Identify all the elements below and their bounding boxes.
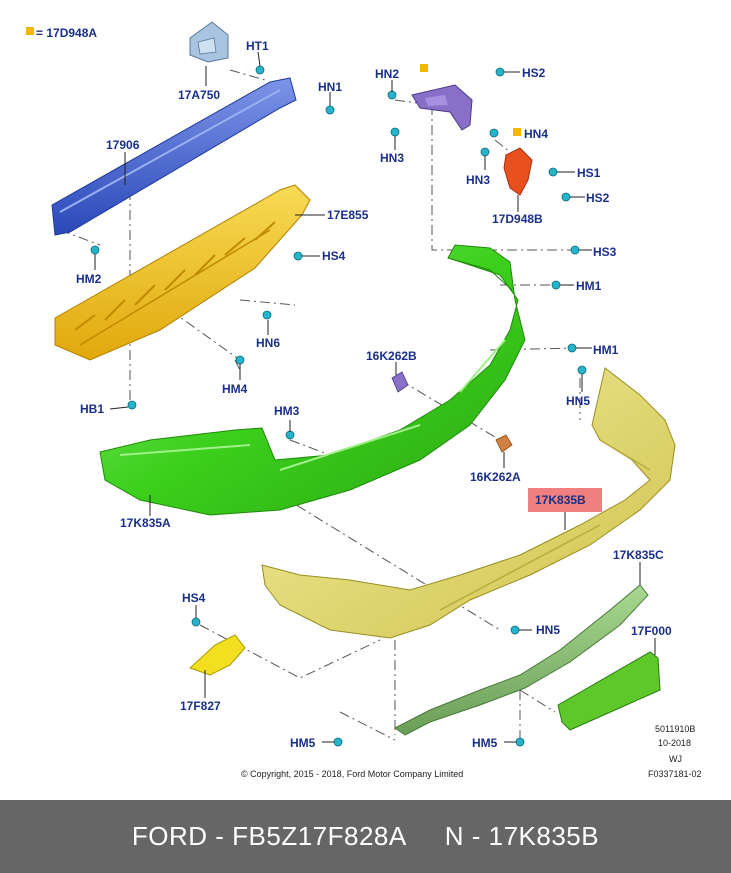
label-17d948b: 17D948B	[492, 212, 543, 226]
label-17k835c: 17K835C	[613, 548, 664, 562]
leader-lines	[94, 51, 656, 743]
label-hm4: HM4	[222, 382, 248, 396]
label-hs2-top: HS2	[522, 66, 546, 80]
parts-diagram: = 17D948A	[26, 21, 702, 779]
fastener-hs4-top	[293, 251, 303, 261]
fastener-hn5-mid	[510, 625, 520, 635]
fastener-hs2-b	[561, 192, 571, 202]
label-17k835b: 17K835B	[535, 493, 586, 507]
label-hn1-top: HN1	[318, 80, 342, 94]
footer-bar: FORD - FB5Z17F828A N - 17K835B	[0, 800, 731, 873]
doc-initials: WJ	[669, 754, 682, 764]
label-hs1: HS1	[577, 166, 601, 180]
fastener-hs3	[570, 245, 580, 255]
label-hm5-right: HM5	[472, 736, 498, 750]
part-labels: HT1 17A750 HN1 17906 HM2 17E855 HS4 HN6 …	[76, 39, 672, 750]
label-hn4: HN4	[524, 127, 548, 141]
fastener-hn1-top	[325, 105, 335, 115]
fastener-hm3	[285, 430, 295, 440]
label-17f827: 17F827	[180, 699, 221, 713]
fastener-hm1-b	[567, 343, 577, 353]
label-17906: 17906	[106, 138, 140, 152]
fastener-hn3-a	[390, 127, 400, 137]
label-hm2: HM2	[76, 272, 102, 286]
label-hb1: HB1	[80, 402, 104, 416]
footer-ford-number: N - 17K835B	[444, 821, 600, 851]
label-hs4-top: HS4	[322, 249, 346, 263]
fastener-hn3-b	[480, 147, 490, 157]
label-17k835a: 17K835A	[120, 516, 171, 530]
label-17f000: 17F000	[631, 624, 672, 638]
legend-text: = 17D948A	[36, 26, 97, 40]
doc-date: 10-2018	[658, 738, 691, 748]
label-ht1: HT1	[246, 39, 269, 53]
label-hm5-left: HM5	[290, 736, 316, 750]
label-hs3: HS3	[593, 245, 617, 259]
doc-code: 5011910B	[655, 724, 695, 734]
clip-16k262b	[391, 371, 409, 393]
fastener-hm1-a	[551, 280, 561, 290]
marker-17d948a-hn2	[420, 64, 428, 72]
fasteners	[90, 65, 587, 747]
label-hn3-a: HN3	[380, 151, 404, 165]
bumper-cover-17k835b	[261, 367, 676, 639]
label-hn5-mid: HN5	[536, 623, 560, 637]
footer-part-number: FORD - FB5Z17F828A	[131, 821, 407, 851]
fastener-hm5-right	[515, 737, 525, 747]
label-hm1-a: HM1	[576, 279, 602, 293]
legend-marker	[26, 27, 34, 35]
fastener-hs1	[548, 167, 558, 177]
label-17a750: 17A750	[178, 88, 220, 102]
fastener-hn6	[262, 310, 272, 320]
fastener-hs2-top	[495, 67, 505, 77]
highlight-17k835b	[528, 488, 602, 512]
clip-16k262a	[495, 434, 513, 453]
label-hs4-bot: HS4	[182, 591, 206, 605]
copyright: © Copyright, 2015 - 2018, Ford Motor Com…	[241, 769, 463, 779]
reinforcement-beam-17906	[51, 77, 297, 236]
label-16k262a: 16K262A	[470, 470, 521, 484]
fastener-hs4-bot	[191, 617, 201, 627]
energy-absorber-17e855	[54, 184, 311, 361]
label-hn3-b: HN3	[466, 173, 490, 187]
label-17e855: 17E855	[327, 208, 369, 222]
label-hs2-b: HS2	[586, 191, 610, 205]
bracket-17d948b	[503, 147, 533, 196]
fastener-hn4	[489, 128, 499, 138]
fastener-hm2	[90, 245, 100, 255]
lower-valance-17k835c	[394, 584, 649, 736]
label-16k262b: 16K262B	[366, 349, 417, 363]
bumper-cover-17k835a	[99, 244, 526, 516]
doc-ref: F0337181-02	[648, 769, 702, 779]
label-hn2: HN2	[375, 67, 399, 81]
marker-17d948a-hn4	[513, 128, 521, 136]
bracket-17f827	[189, 634, 246, 676]
label-hn6: HN6	[256, 336, 280, 350]
trim-17f000	[557, 651, 661, 731]
document-info: 5011910B 10-2018 WJ F0337181-02 © Copyri…	[241, 724, 702, 779]
bracket-17a750	[189, 21, 229, 63]
fastener-hm4	[235, 355, 245, 365]
label-hm1-b: HM1	[593, 343, 619, 357]
fastener-ht1	[255, 65, 265, 75]
fastener-hm5-left	[333, 737, 343, 747]
fastener-hn5-top	[577, 365, 587, 375]
fastener-hb1	[127, 400, 137, 410]
label-hn5-top: HN5	[566, 394, 590, 408]
fastener-hn2	[387, 90, 397, 100]
label-hm3: HM3	[274, 404, 300, 418]
bracket-purple	[411, 84, 473, 131]
